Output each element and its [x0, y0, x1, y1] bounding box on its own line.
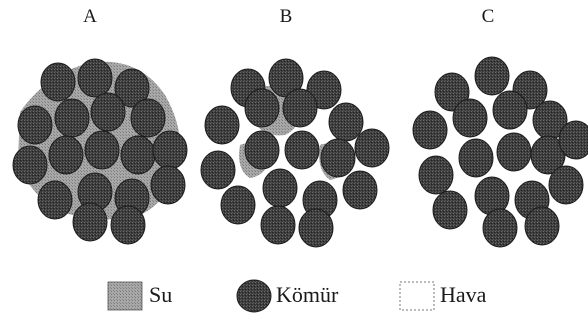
- panel-a-coal-particle: [91, 93, 125, 131]
- panel-c-coal-particle: [413, 111, 447, 149]
- legend-water-swatch: [108, 282, 142, 310]
- panel-b: [201, 59, 389, 247]
- panel-a-coal-particle: [111, 206, 145, 244]
- panel-c-coal-particle: [483, 209, 517, 247]
- panel-c-coal-particle: [525, 207, 559, 245]
- legend-coal-label: Kömür: [276, 282, 338, 308]
- panel-b-coal-particle: [355, 129, 389, 167]
- panel-a-coal-particle: [41, 63, 75, 101]
- panel-c-coal-particle: [559, 121, 588, 159]
- panel-label-a: A: [80, 6, 100, 28]
- panel-a-coal-particle: [55, 99, 89, 137]
- panel-a-coal-particle: [13, 146, 47, 184]
- panel-label-b: B: [276, 6, 296, 28]
- panel-b-coal-particle: [221, 186, 255, 224]
- panel-b-coal-particle: [245, 89, 279, 127]
- panel-b-coal-particle: [201, 151, 235, 189]
- panel-label-c: C: [478, 6, 498, 28]
- panel-a-coal-particle: [18, 106, 52, 144]
- panel-a-coal-particle: [49, 136, 83, 174]
- panel-b-coal-particle: [299, 209, 333, 247]
- panel-a-coal-particle: [85, 131, 119, 169]
- panel-c-coal-particle: [453, 99, 487, 137]
- legend-water-label: Su: [149, 282, 172, 308]
- panel-b-coal-particle: [329, 103, 363, 141]
- panel-b-coal-particle: [283, 89, 317, 127]
- panel-c: [413, 57, 588, 247]
- panel-b-coal-particle: [263, 169, 297, 207]
- panel-a-coal-particle: [151, 166, 185, 204]
- panel-a: [13, 59, 187, 244]
- panel-a-coal-particle: [131, 99, 165, 137]
- panel-c-coal-particle: [433, 191, 467, 229]
- panel-a-coal-particle: [121, 136, 155, 174]
- panel-a-coal-particle: [153, 131, 187, 169]
- panel-b-coal-particle: [343, 171, 377, 209]
- legend-air-swatch: [400, 282, 434, 310]
- panel-b-coal-particle: [245, 131, 279, 169]
- panel-b-coal-particle: [321, 139, 355, 177]
- panel-a-coal-particle: [73, 203, 107, 241]
- legend-air-label: Hava: [440, 282, 486, 308]
- panel-c-coal-particle: [475, 57, 509, 95]
- panel-c-coal-particle: [497, 133, 531, 171]
- panel-b-coal-particle: [285, 131, 319, 169]
- panel-a-coal-particle: [78, 59, 112, 97]
- legend-coal-swatch: [237, 280, 271, 312]
- panel-c-coal-particle: [419, 156, 453, 194]
- panel-b-coal-particle: [261, 206, 295, 244]
- panel-a-coal-particle: [38, 181, 72, 219]
- panel-c-coal-particle: [493, 91, 527, 129]
- panel-b-coal-particle: [205, 106, 239, 144]
- panel-c-coal-particle: [549, 166, 583, 204]
- panel-c-coal-particle: [459, 139, 493, 177]
